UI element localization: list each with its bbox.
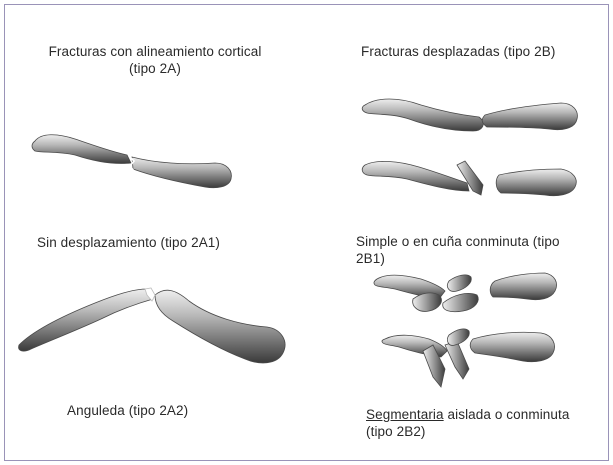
bone-2b2-segment-3 bbox=[447, 329, 469, 345]
bone-illustrations bbox=[5, 5, 608, 460]
bone-2b1-fragment-2 bbox=[443, 293, 478, 311]
bone-2a2-distal bbox=[155, 290, 285, 363]
bone-2b1-fragment-1 bbox=[413, 293, 442, 311]
bone-2b2-distal bbox=[470, 332, 554, 361]
bone-2b-wedge bbox=[362, 161, 576, 196]
bone-2a bbox=[32, 135, 231, 188]
figure-frame: Fracturas con alineamiento cortical (tip… bbox=[4, 4, 609, 461]
bone-2b-simple-proximal bbox=[362, 99, 483, 131]
bone-2b1-fragment-3 bbox=[447, 275, 471, 291]
bone-2a-proximal bbox=[32, 135, 131, 164]
bone-2b1-distal bbox=[490, 273, 556, 300]
bone-2b2-segment-2 bbox=[445, 341, 469, 379]
bone-2b-wedge-distal bbox=[496, 169, 576, 196]
bone-2b1 bbox=[374, 273, 557, 312]
bone-2a2 bbox=[19, 288, 285, 363]
bone-2a2-proximal bbox=[19, 289, 153, 351]
bone-2b2 bbox=[382, 329, 555, 387]
bone-2b-simple bbox=[362, 99, 577, 131]
bone-2b-simple-distal bbox=[482, 103, 577, 130]
bone-2b-wedge-proximal bbox=[362, 161, 469, 191]
bone-2a-distal bbox=[132, 157, 231, 188]
